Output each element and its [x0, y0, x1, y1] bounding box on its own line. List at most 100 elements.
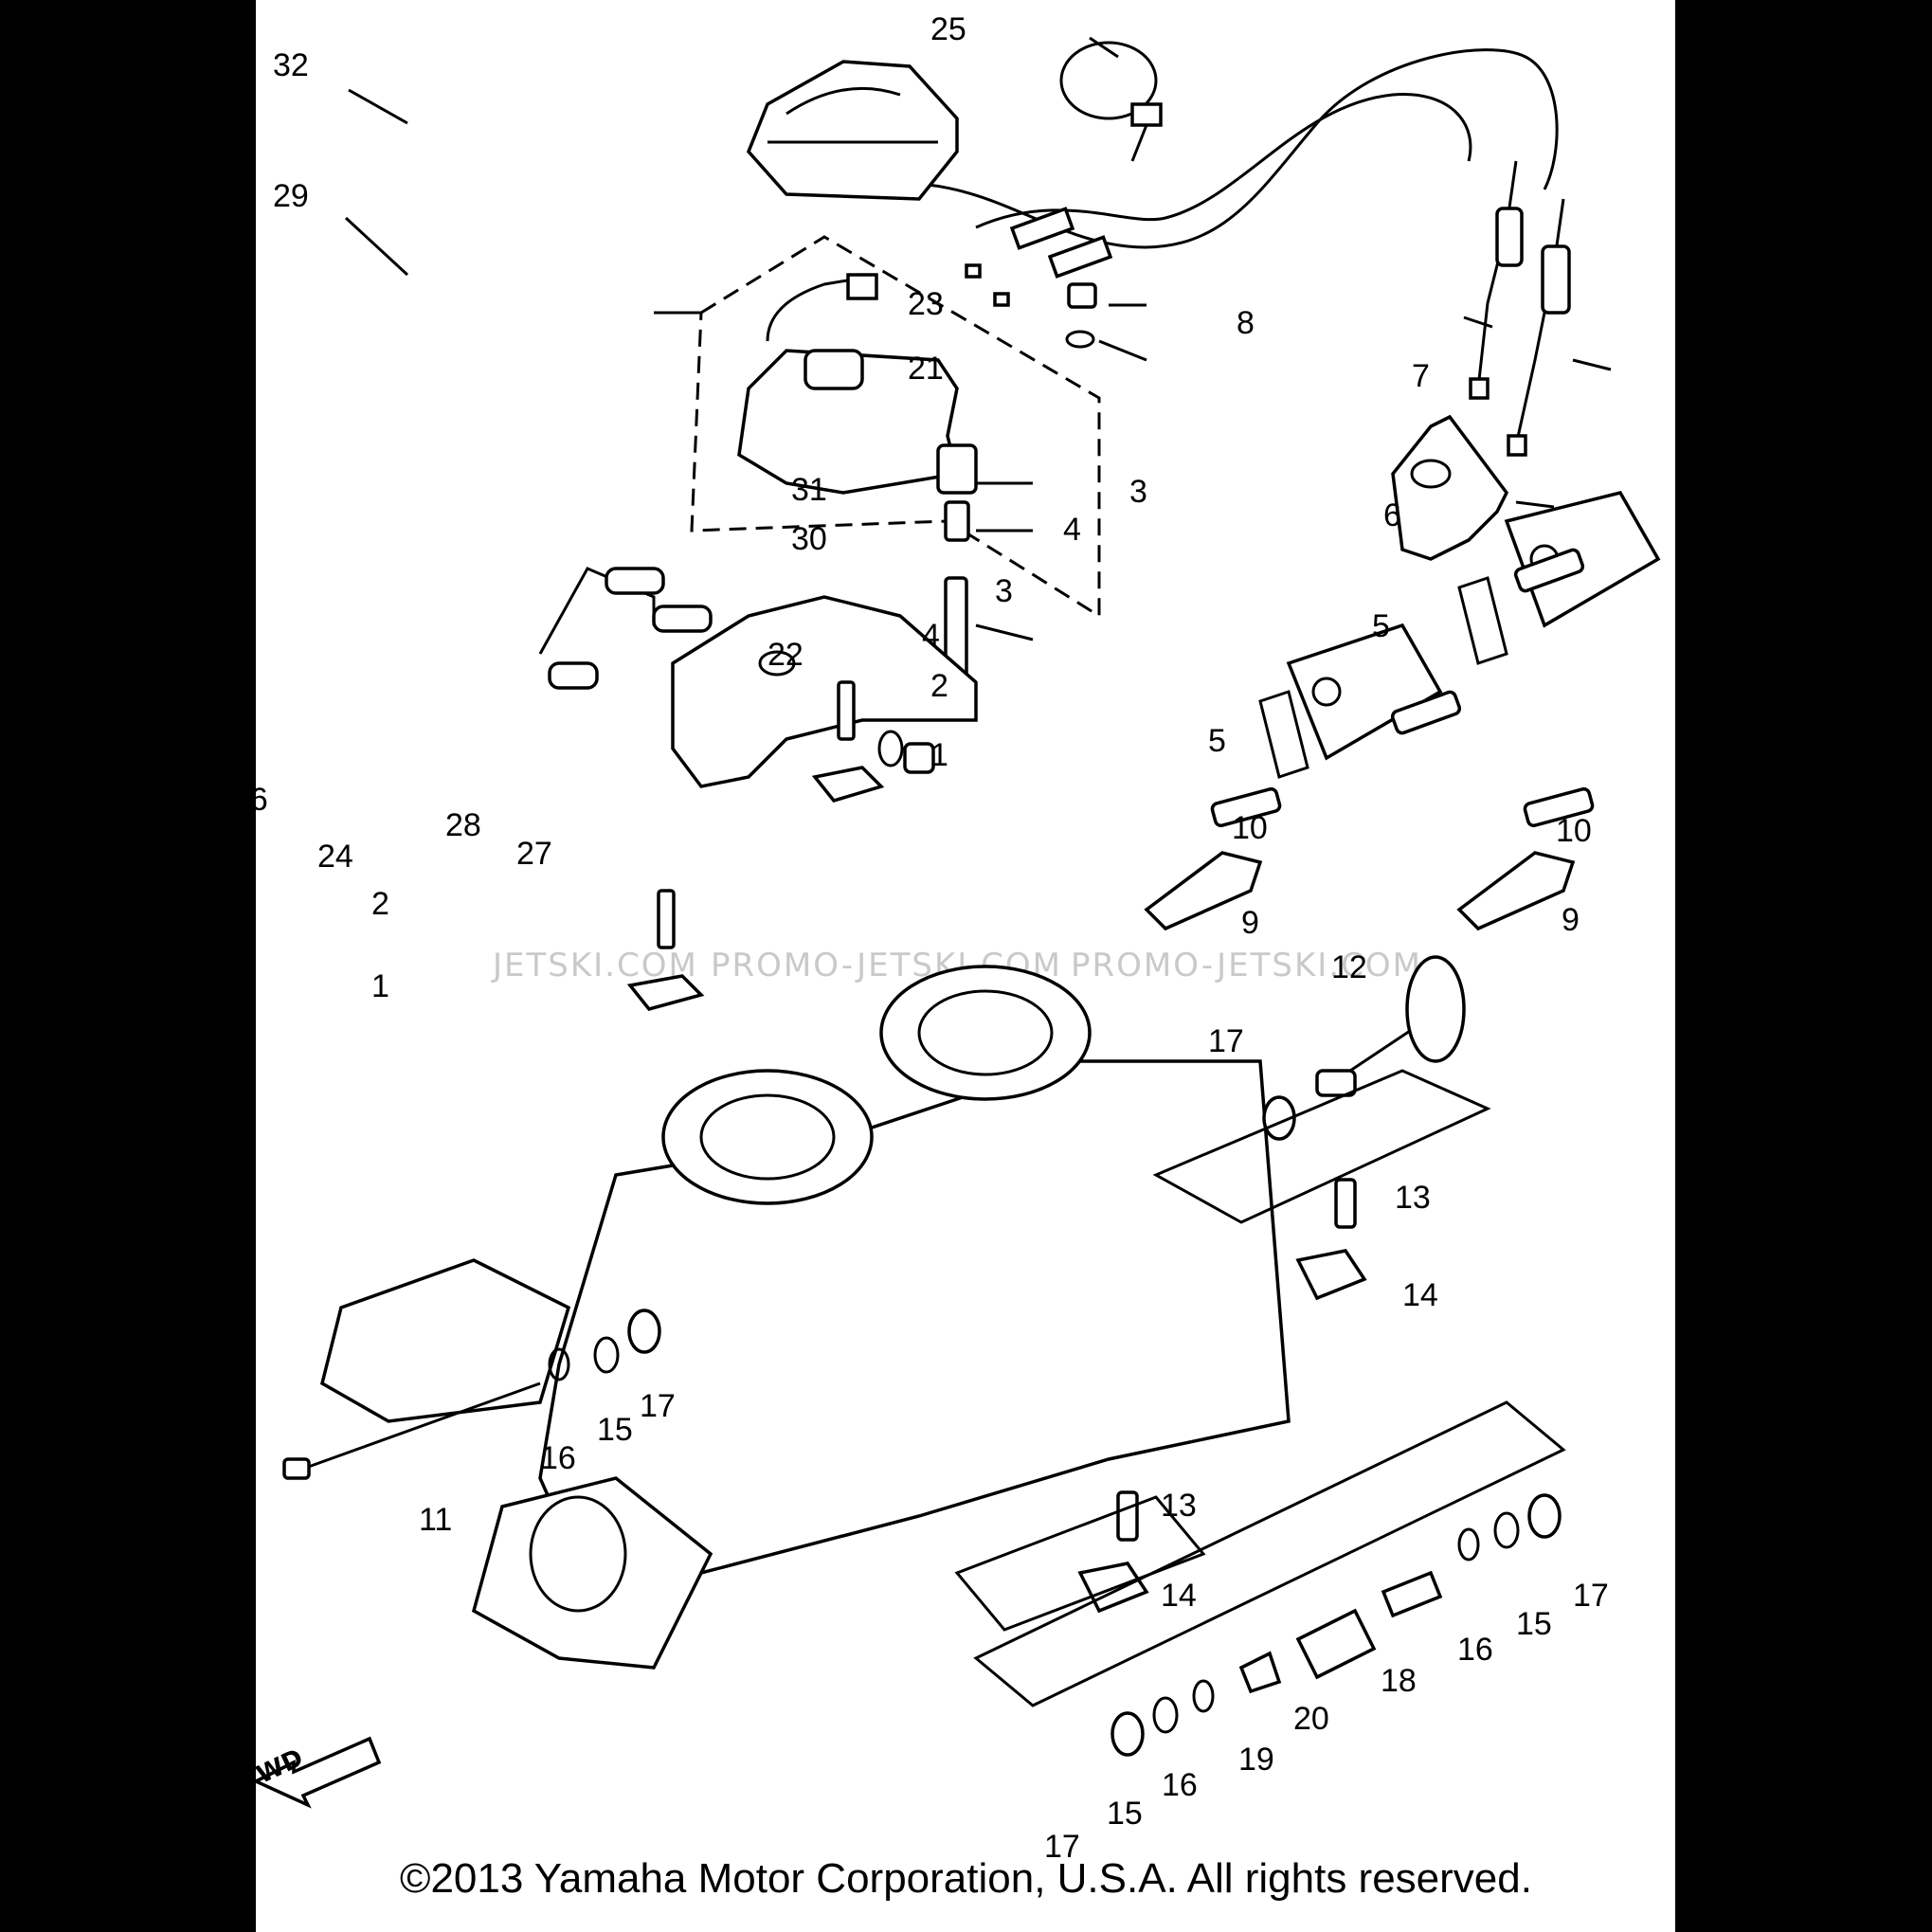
nut-part-23: [1067, 282, 1097, 309]
plate-part-16-bottom: [1192, 1679, 1215, 1713]
parts-diagram: JETSKI.COM PROMO-JETSKI.COM PROMO-JETSKI…: [256, 11, 1661, 1865]
callout-9-left: 9: [1241, 905, 1259, 941]
gasket-part-4-upper: [1457, 576, 1508, 665]
sleeve-part-20: [1295, 1608, 1377, 1680]
bolt-part-5-lower: [1390, 690, 1462, 735]
callout-12: 12: [1331, 949, 1367, 985]
callout-23: 23: [908, 286, 944, 322]
screw-part-2-lower: [657, 889, 676, 949]
valve-shaft-part-12: [1315, 955, 1466, 1097]
bolt-part-5-upper: [1513, 548, 1585, 593]
holder-part-14-upper: [1295, 1249, 1367, 1301]
callout-26: 26: [256, 782, 268, 818]
plate-part-16-left: [548, 1347, 570, 1381]
callout-19: 19: [1238, 1742, 1274, 1778]
bolt-part-13-upper: [1334, 1178, 1357, 1229]
diagram-sheet: JETSKI.COM PROMO-JETSKI.COM PROMO-JETSKI…: [256, 0, 1675, 1932]
callout-16-right: 16: [1457, 1632, 1493, 1668]
washer-part-15-right: [1493, 1511, 1520, 1549]
callout-13-lower: 13: [1161, 1488, 1197, 1524]
spring-part-31: [936, 443, 978, 495]
callout-6: 6: [1383, 497, 1401, 533]
callout-29: 29: [273, 178, 309, 214]
callout-17-right: 17: [1573, 1578, 1609, 1614]
callout-3-lower: 3: [995, 573, 1013, 609]
collar-part-30: [944, 500, 970, 542]
box-bolts: [965, 207, 1113, 307]
cover-part-3-lower: [1286, 623, 1443, 761]
callout-32: 32: [273, 47, 309, 83]
callout-5-upper: 5: [1372, 608, 1390, 644]
washer-part-28: [877, 730, 904, 767]
callout-14-lower: 14: [1161, 1578, 1197, 1614]
collar-part-17-left: [627, 1309, 661, 1354]
damper-part-18: [1381, 1570, 1443, 1618]
callout-17-bottom: 17: [1044, 1829, 1080, 1865]
collar-part-17-upper: [1262, 1095, 1296, 1141]
callout-11: 11: [419, 1502, 452, 1538]
cover-part-3-upper: [1504, 490, 1661, 628]
bolt-part-10-right: [1523, 786, 1595, 828]
clamp-part-1-lower: [626, 974, 705, 1011]
callout-9-right: 9: [1562, 902, 1580, 938]
callout-5-lower: 5: [1208, 723, 1226, 759]
shaft-part-11: [282, 1381, 541, 1480]
collar-part-17-bottom: [1110, 1711, 1145, 1757]
callout-27: 27: [516, 836, 552, 872]
callout-21: 21: [908, 351, 944, 387]
mount-bracket-part-24: [671, 595, 978, 788]
leader-lines: [344, 36, 1612, 641]
hose-part-26: [538, 567, 713, 690]
callout-15-right: 15: [1516, 1606, 1552, 1642]
callout-3-upper: 3: [1129, 474, 1147, 510]
electrical-box-cover-part-32: [746, 60, 959, 201]
clamp-part-1-upper: [811, 766, 885, 803]
group-outline-lower: [973, 1400, 1566, 1707]
washer-part-15-left: [593, 1336, 620, 1374]
callout-2-lower: 2: [371, 886, 389, 922]
callout-1-upper: 1: [930, 737, 948, 773]
collar-part-17-right: [1527, 1493, 1562, 1539]
callout-13-upper: 13: [1395, 1180, 1431, 1216]
washer-part-21: [1065, 330, 1095, 349]
callout-14-upper: 14: [1402, 1277, 1438, 1313]
cable-clamp-part-25: [1059, 41, 1163, 162]
callout-24: 24: [317, 839, 353, 875]
screw-part-2-upper: [837, 680, 856, 741]
bracket-plate-part-6: [1391, 414, 1509, 561]
callout-4-upper: 4: [1063, 512, 1081, 548]
group-outline-middle: [954, 1495, 1206, 1632]
nut-part-27: [903, 742, 935, 774]
callout-17-left: 17: [640, 1388, 676, 1424]
callout-20: 20: [1293, 1701, 1329, 1737]
callout-18: 18: [1381, 1663, 1417, 1699]
plug-part-9-right: [1456, 851, 1576, 931]
copyright-notice: ©2013 Yamaha Motor Corporation, U.S.A. A…: [400, 1855, 1532, 1902]
callout-28: 28: [445, 807, 481, 843]
callout-17-upper: 17: [1208, 1023, 1244, 1059]
electrical-assembly-boundary-29: [690, 235, 1101, 619]
callout-16-left: 16: [540, 1440, 576, 1476]
forward-arrow: FWD: [256, 1736, 382, 1809]
group-outline-upper: [1152, 1069, 1491, 1224]
throttle-cable: [842, 48, 1559, 249]
engine-block: [319, 965, 1291, 1670]
callout-2-upper: 2: [930, 668, 948, 704]
callout-15-left: 15: [597, 1412, 633, 1448]
callout-7: 7: [1412, 358, 1430, 394]
callout-31: 31: [791, 472, 827, 508]
washer-part-15-bottom: [1152, 1696, 1179, 1734]
cable-end-part-7: [1507, 198, 1571, 457]
bolt-part-10-left: [1210, 786, 1282, 828]
gasket-part-4-lower: [1258, 690, 1309, 779]
callout-10-right: 10: [1556, 813, 1592, 849]
cable-end-part-8: [1469, 160, 1524, 400]
callout-30: 30: [791, 521, 827, 557]
plate-part-16-right: [1457, 1527, 1480, 1562]
callout-10-left: 10: [1232, 810, 1268, 846]
callout-22: 22: [767, 637, 803, 673]
clip-part-19: [1238, 1651, 1282, 1694]
plug-part-9-left: [1144, 851, 1263, 931]
choke-cable: [975, 93, 1472, 229]
callout-1-lower: 1: [371, 968, 389, 1004]
